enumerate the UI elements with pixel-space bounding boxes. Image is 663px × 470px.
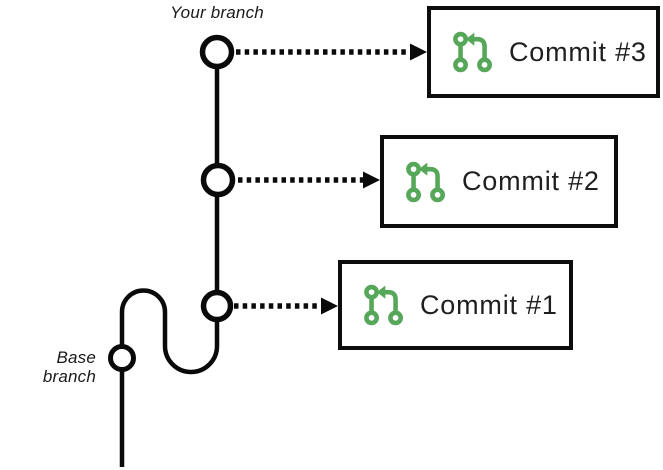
commit-label: Commit #3 (509, 36, 647, 67)
arrowhead-icon (321, 297, 338, 315)
git-pull-request-icon (364, 284, 403, 326)
arrow-to-commit-1 (234, 297, 338, 315)
your-branch-label: Your branch (170, 3, 264, 22)
commit-card-2: Commit #2 (380, 135, 618, 228)
commit-node-2 (200, 162, 236, 198)
commit-label: Commit #1 (420, 289, 558, 320)
commit-node-3 (199, 34, 235, 70)
commit-label: Commit #2 (462, 166, 600, 196)
commit-card-3: Commit #3 (427, 6, 660, 98)
branch-line (119, 52, 220, 467)
base-branch-node (108, 344, 136, 372)
arrow-to-commit-3 (236, 43, 427, 61)
git-pull-request-icon (406, 161, 445, 202)
arrowhead-icon (410, 43, 427, 61)
arrow-to-commit-2 (238, 171, 380, 189)
commit-node-1 (200, 289, 234, 323)
commit-card-1: Commit #1 (338, 260, 573, 350)
git-pull-request-icon (453, 31, 492, 73)
base-branch-label: Base branch (42, 348, 96, 386)
arrowhead-icon (363, 171, 380, 189)
